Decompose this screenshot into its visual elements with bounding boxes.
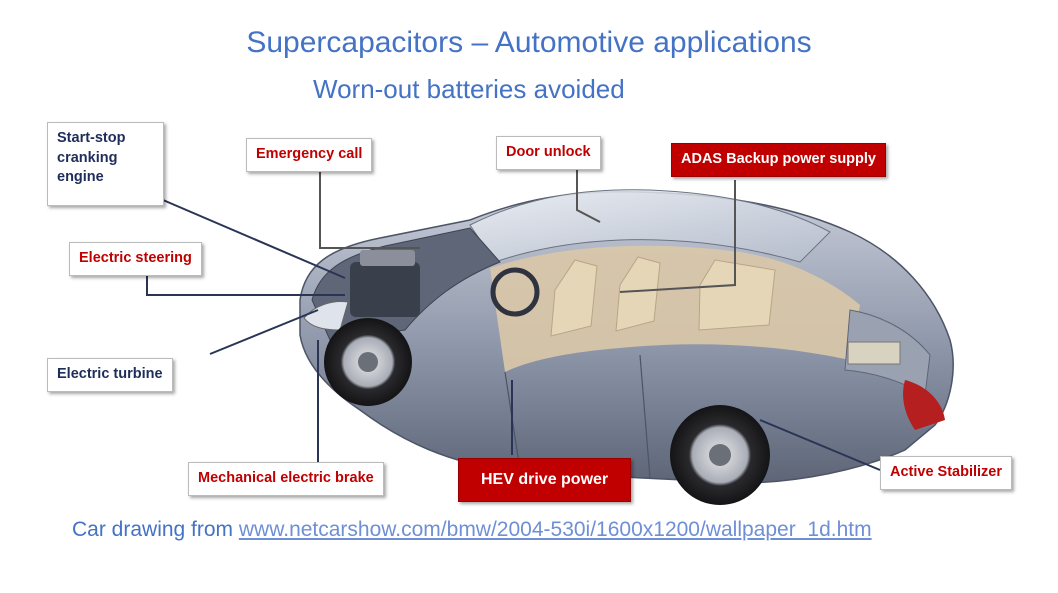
label-mechanical-electric-brake: Mechanical electric brake: [188, 462, 384, 496]
label-active-stabilizer: Active Stabilizer: [880, 456, 1013, 490]
page-subtitle: Worn-out batteries avoided: [313, 74, 625, 104]
label-hev-drive-power: HEV drive power: [458, 458, 632, 502]
label-door-unlock: Door unlock: [496, 136, 601, 170]
label-electric-steering: Electric steering: [69, 242, 202, 276]
label-electric-turbine: Electric turbine: [47, 358, 173, 392]
footer-prefix: Car drawing from: [72, 518, 239, 541]
front-wheel: [324, 318, 412, 406]
rear-wheel: [670, 405, 770, 505]
footer-link[interactable]: www.netcarshow.com/bmw/2004-530i/1600x12…: [238, 518, 872, 541]
label-adas-backup: ADAS Backup power supply: [671, 143, 886, 177]
car-body: [299, 189, 954, 484]
page-title: Supercapacitors – Automotive application…: [246, 26, 812, 59]
leader-lines: [146, 168, 881, 471]
label-start-stop: Start-stop cranking engine: [47, 122, 164, 206]
footer-credit: Car drawing from www.netcarshow.com/bmw/…: [72, 518, 872, 542]
label-emergency-call: Emergency call: [246, 138, 373, 172]
